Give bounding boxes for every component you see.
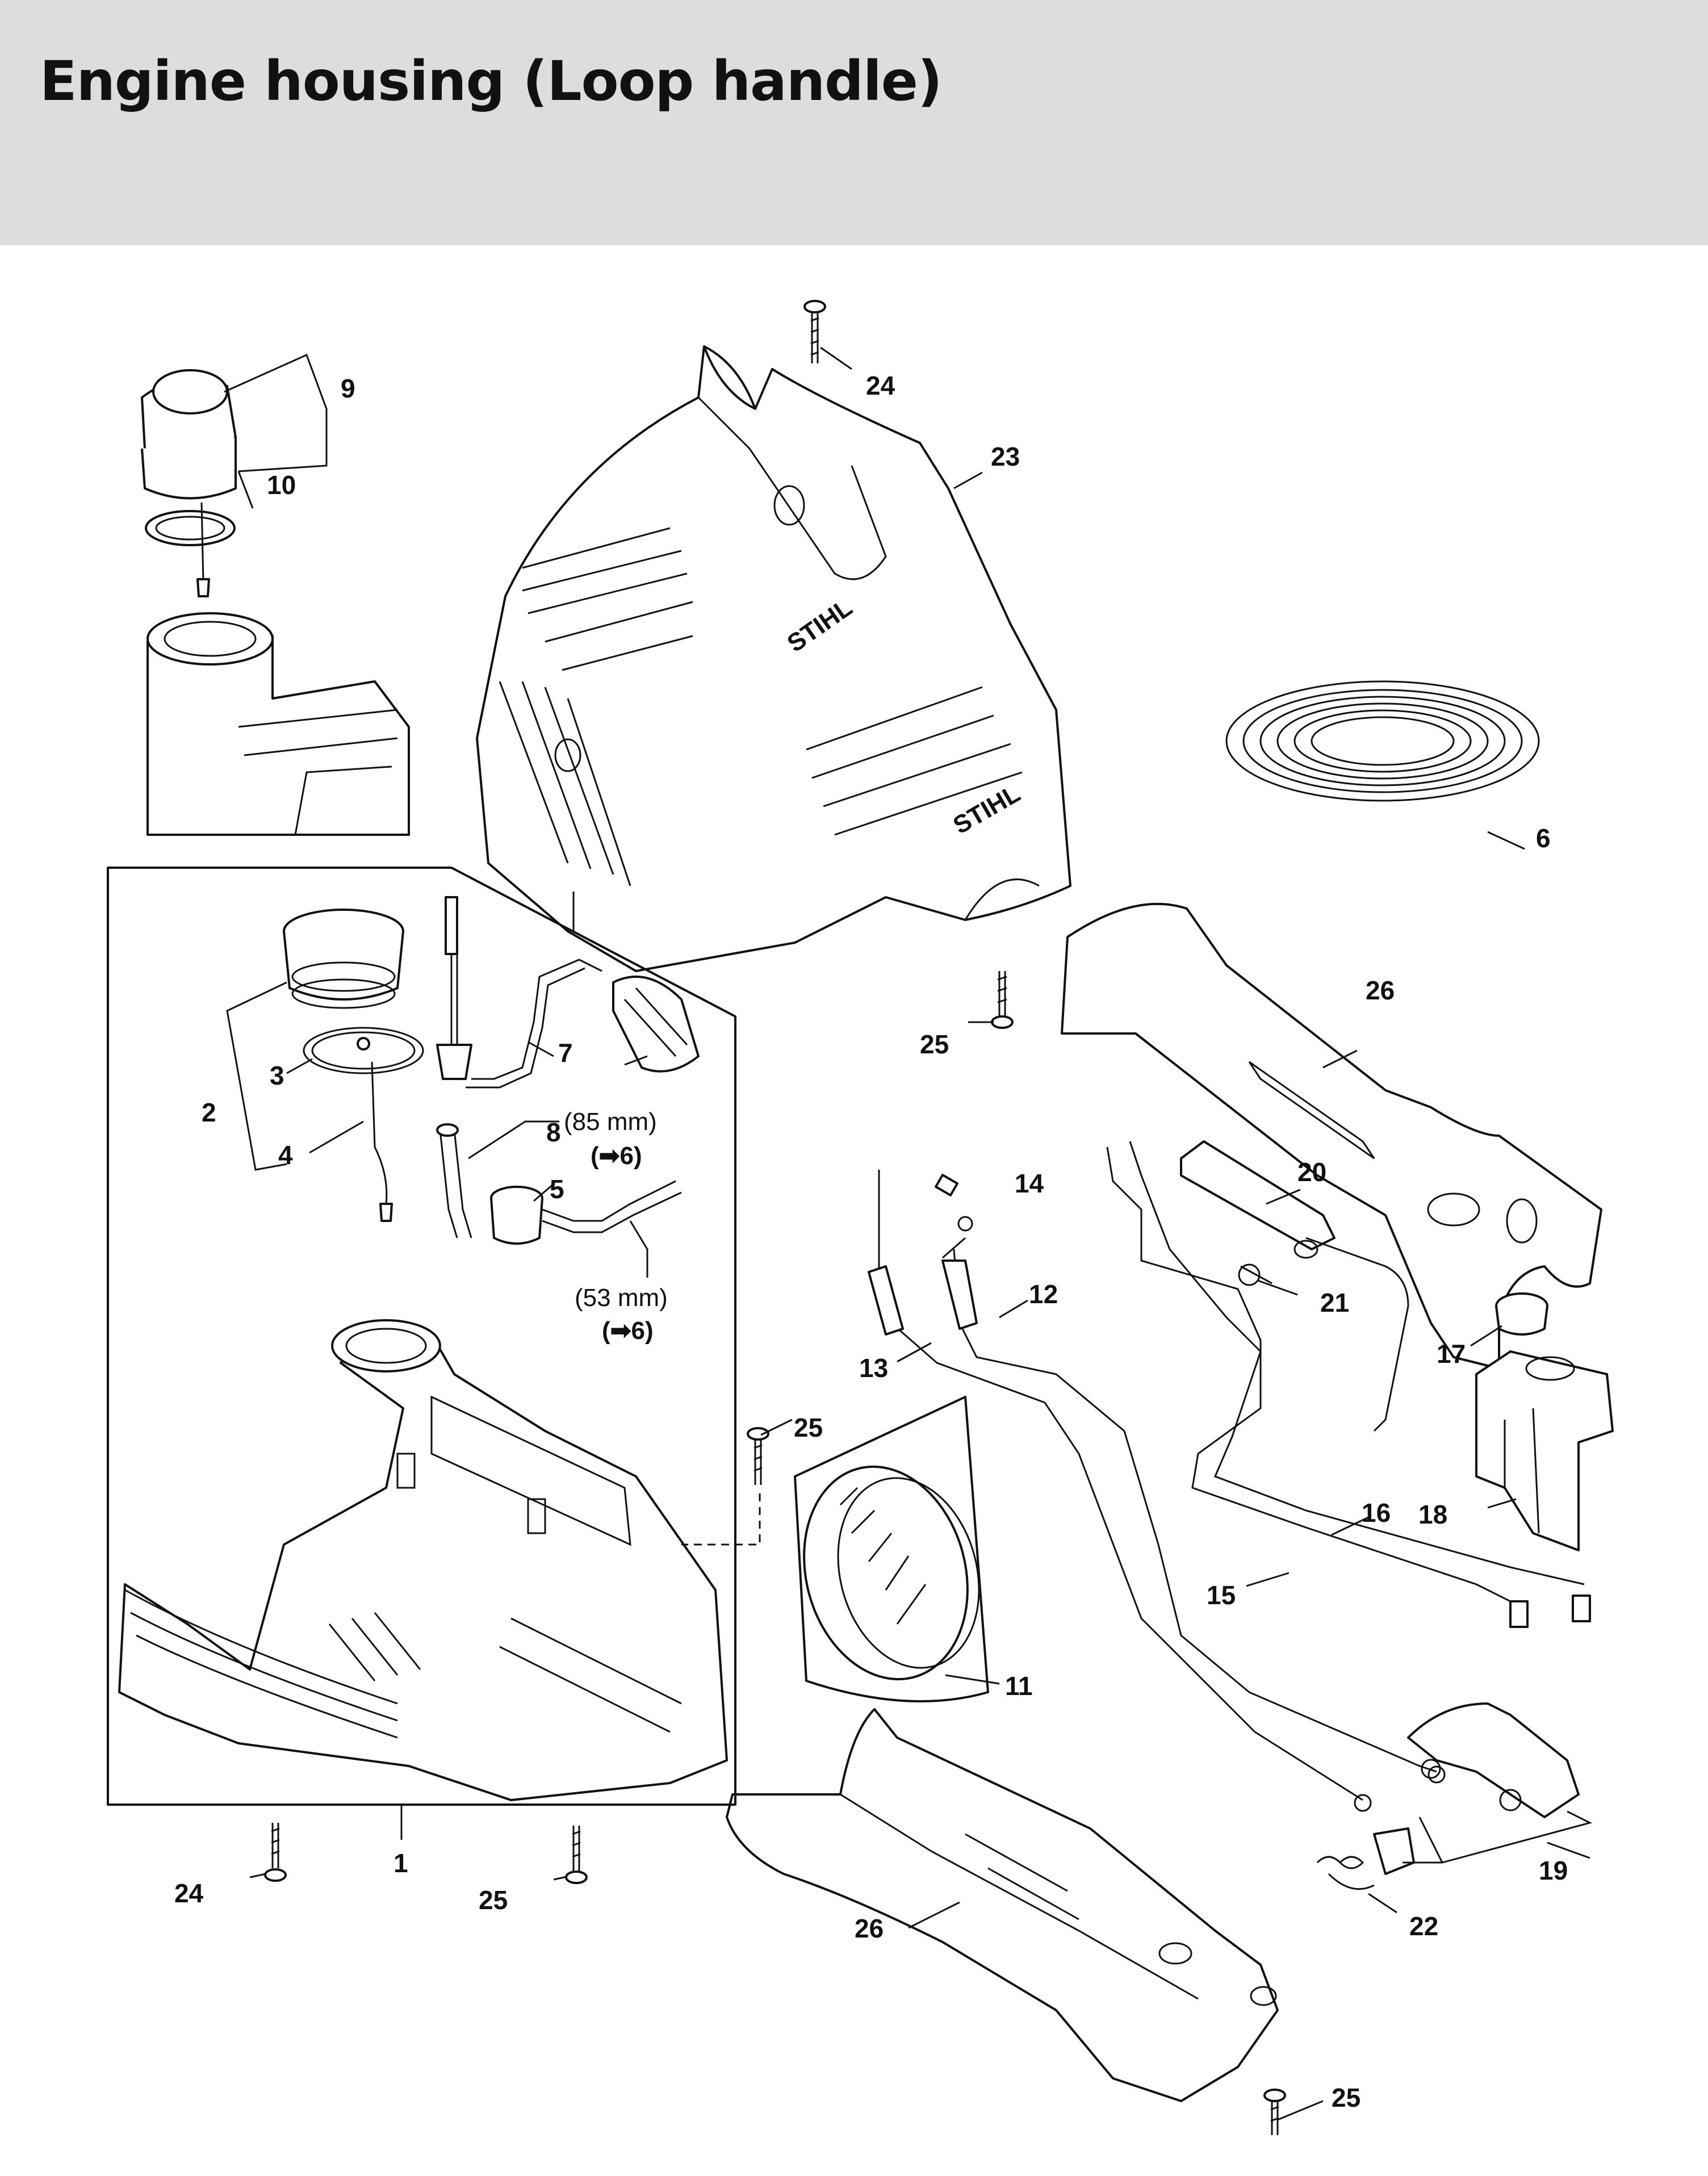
callout-11: 11 (1005, 1671, 1033, 1701)
fuel-tank-assembly-box (107, 867, 736, 1806)
callout-14: 14 (1015, 1169, 1044, 1198)
screw-25-bottom (565, 1826, 588, 1884)
callout-7: 7 (558, 1038, 573, 1068)
callout-25-mid: 25 (920, 1030, 949, 1059)
fan-housing-11 (794, 1396, 989, 1702)
page-title: Engine housing (Loop handle) (40, 49, 943, 113)
callout-22: 22 (1409, 1911, 1438, 1941)
engine-cover-23: STIHL STIHL (476, 345, 1071, 972)
callout-5: 5 (550, 1174, 564, 1204)
callout-2: 2 (202, 1098, 216, 1127)
handle-half-lower-26 (726, 1708, 1279, 2102)
callout-23: 23 (991, 442, 1020, 471)
callout-20: 20 (1297, 1157, 1326, 1187)
switch-housing-18 (1475, 1350, 1614, 1551)
callout-18: 18 (1418, 1500, 1447, 1529)
callout-25-fan: 25 (794, 1413, 823, 1442)
screw-25-fan (747, 1427, 769, 1485)
wiring-harness (868, 1141, 1591, 1812)
screw-25-mid (991, 971, 1014, 1029)
torsion-spring-22 (1316, 1827, 1415, 1890)
callout-8: 8 (546, 1118, 561, 1147)
callout-15: 15 (1207, 1580, 1236, 1610)
fan-attachment-dashed-line (681, 1493, 761, 1546)
callout-6: 6 (1536, 823, 1551, 853)
callout-26-lower: 26 (855, 1914, 884, 1943)
note-53mm-ref: (➡6) (602, 1317, 654, 1345)
filler-cap-detail (141, 369, 410, 836)
exploded-parts-diagram: STIHL STIHL (107, 300, 1614, 2135)
note-85mm: (85 mm) (564, 1108, 657, 1136)
lever-20 (1180, 1140, 1409, 1432)
callout-25-bottom: 25 (479, 1885, 508, 1915)
screw-24-bottom (264, 1823, 287, 1882)
callout-12: 12 (1029, 1279, 1058, 1309)
note-85mm-ref: (➡6) (591, 1142, 642, 1170)
callout-25-handle: 25 (1332, 2083, 1360, 2112)
callout-19: 19 (1539, 1856, 1568, 1885)
callout-1: 1 (393, 1848, 408, 1878)
throttle-trigger-19 (1407, 1702, 1580, 1818)
note-53mm: (53 mm) (575, 1284, 668, 1312)
callout-numbers: 9 10 24 23 6 26 25 20 21 17 18 16 15 14 … (174, 371, 1568, 2112)
spring-21 (1238, 1263, 1272, 1286)
screw-24-top (803, 300, 826, 363)
leader-lines (224, 346, 1593, 2121)
hose-notes: (85 mm) (➡6) (53 mm) (➡6) (564, 1108, 668, 1345)
header-banner: Engine housing (Loop handle) (0, 0, 1708, 245)
callout-10: 10 (267, 470, 296, 500)
callout-17: 17 (1437, 1339, 1466, 1369)
callout-26-upper: 26 (1366, 976, 1395, 1005)
switch-17 (1495, 1292, 1548, 1336)
callout-9: 9 (341, 374, 355, 403)
callout-13: 13 (859, 1353, 888, 1383)
callout-16: 16 (1362, 1498, 1391, 1528)
callout-4: 4 (278, 1140, 293, 1170)
callout-21: 21 (1320, 1288, 1349, 1317)
callout-3: 3 (270, 1061, 284, 1090)
screw-25-handle (1263, 2089, 1286, 2135)
callout-24-top: 24 (866, 371, 895, 400)
callout-24-bottom: 24 (174, 1878, 204, 1908)
spiral-hose-6 (1225, 680, 1540, 802)
